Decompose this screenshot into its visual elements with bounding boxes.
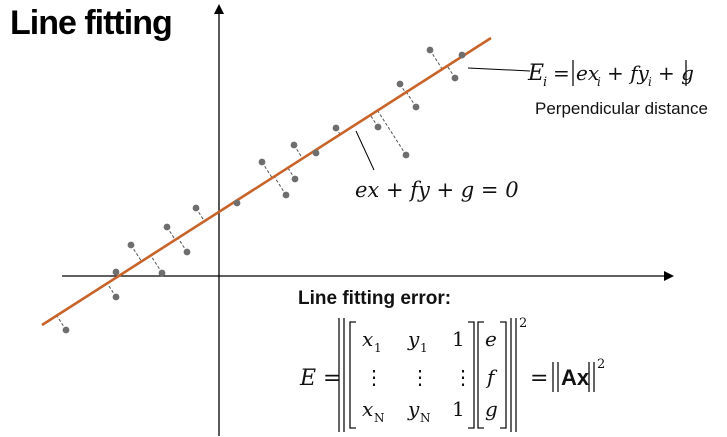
vector-f: f [485,365,498,389]
matrix-r2-c3: ⋮ [453,365,473,389]
data-points [62,46,466,334]
matrix-r2-c1: ⋮ [364,365,384,389]
data-point [402,151,410,159]
residual-dash [261,161,273,179]
vector-bracket-right [500,321,507,429]
matrix-bracket-right [468,321,475,429]
distance-formula: E i = ex i + fy i + g [527,60,694,90]
data-point [374,123,382,131]
matrix-r3-x: x [362,397,373,421]
data-point [112,293,120,301]
distance-term-ex: ex [576,61,599,85]
data-point [192,204,200,212]
perpendicular-distance-label: Perpendicular distance [535,99,708,118]
residual-dash [273,176,287,196]
vector-e: e [485,327,497,351]
fit-line [41,36,492,327]
data-point [312,149,320,157]
distance-term-fy-sub: i [648,75,652,89]
data-point [62,326,70,334]
error-lhs: E = [299,366,342,391]
distance-lhs: E [527,61,544,86]
data-point [183,248,191,256]
matrix-r3-one: 1 [452,397,465,421]
matrix-r1-y: y [407,327,420,351]
data-point [258,158,266,166]
rhs-ax: Ax [561,365,590,390]
vector-bracket-left [477,321,484,429]
data-point [426,46,434,54]
matrix-r1-y-sub: 1 [420,341,428,355]
data-point [127,241,135,249]
distance-term-g: + g [658,61,694,85]
matrix-r1-x-sub: 1 [374,341,382,355]
data-point [112,268,120,276]
distance-term-ex-sub: i [597,75,601,89]
error-label: Line fitting error: [298,288,452,309]
rhs-equals: = [530,366,548,391]
data-point [158,269,166,277]
data-point [451,74,459,82]
matrix-r3-y-sub: N [420,411,431,425]
data-point [163,223,171,231]
data-point [332,124,340,132]
page-title: Line fitting [10,4,173,42]
data-point [412,103,420,111]
rhs-exponent: 2 [597,357,605,372]
data-point [290,141,298,149]
error-formula: E = x 1 y 1 1 ⋮ ⋮ ⋮ x N y N 1 e f g 2 = [299,316,605,432]
matrix-bracket-left [349,321,356,429]
residual-dash [377,110,407,156]
matrix-r2-c2: ⋮ [410,365,430,389]
distance-term-fy: + fy [607,61,650,85]
distance-pointer [467,67,531,72]
equals-sign: = [553,61,570,85]
data-point [396,80,404,88]
vector-g: g [485,397,498,421]
distance-lhs-subscript: i [543,75,547,90]
line-equation: ex + fy + g = 0 [355,178,519,202]
data-point [291,175,299,183]
data-point [458,51,466,59]
matrix-r1-one: 1 [452,327,465,351]
matrix-r1-x: x [362,327,373,351]
data-point [233,199,241,207]
residual-dash [150,255,163,274]
equation-pointer [355,130,375,171]
matrix-r3-x-sub: N [374,411,385,425]
norm-exponent: 2 [519,316,527,331]
residual-dash [429,49,443,70]
matrix-r3-y: y [407,397,420,421]
data-point [282,191,290,199]
residual-dash [130,244,142,262]
